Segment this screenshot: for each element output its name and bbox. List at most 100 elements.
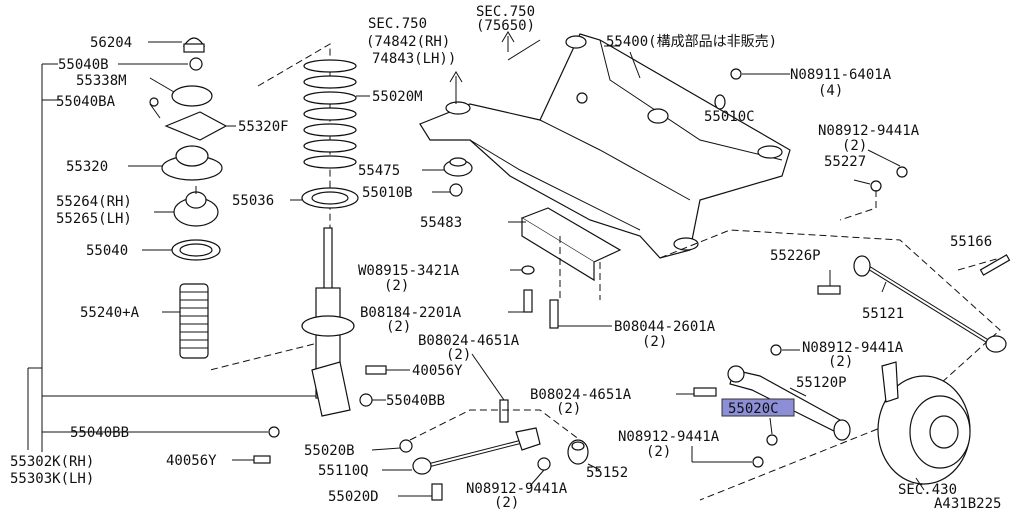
nut-55040ba[interactable] [149,97,159,107]
label-55166: 55166 [950,234,992,250]
bushing-55475[interactable] [443,157,473,177]
bolt-55166[interactable] [979,254,1011,276]
label-08915-3421a: W08915-3421A [358,263,460,279]
mount-55320[interactable] [161,145,223,181]
label-55020m: 55020M [372,89,423,105]
bump-boot-55240a[interactable] [179,283,209,359]
washer-55010c[interactable] [714,94,726,110]
label-55475: 55475 [358,163,400,179]
coil-spring-55020m[interactable] [303,59,357,169]
label-55036: 55036 [232,193,274,209]
washer-55227[interactable] [870,180,882,192]
label-55320f: 55320F [238,119,289,135]
nut-08912-lower-right[interactable] [752,456,764,468]
lateral-link-55121[interactable] [853,255,1007,353]
label-08912-qty-a: (2) [842,138,867,154]
nut-08912-arm[interactable] [770,344,782,356]
strut-55302k-55303k[interactable] [301,227,355,417]
label-sec750-left: SEC.750 [368,16,427,32]
label-08184-2201a: B08184-2201A [360,305,462,321]
label-55040ba: 55040BA [56,94,116,110]
label-sec430: SEC.430 [898,482,957,498]
label-55483: 55483 [420,215,462,231]
label-55121: 55121 [862,306,904,322]
washer-55020b[interactable] [399,439,413,453]
ring-55040[interactable] [171,239,221,261]
label-40056y-upper: 40056Y [412,363,463,379]
bracket-55483[interactable] [520,207,622,282]
label-40056y-lower: 40056Y [166,453,217,469]
label-sec750-left-rh: (74842(RH) [366,34,450,50]
label-55040: 55040 [86,243,128,259]
label-55010c: 55010C [704,109,755,125]
label-sec750-right-sub: (75650) [476,18,535,34]
label-55226p: 55226P [770,248,821,264]
sec750-arrow-right [501,31,515,52]
label-55020c: 55020C [728,401,779,417]
bushing-55152[interactable] [567,439,589,465]
sec750-arrow-left [449,71,463,104]
nut-55040bb-lower[interactable] [268,426,280,438]
label-55302k: 55302K(RH) [10,454,94,470]
highlight-55020c[interactable] [721,398,795,417]
label-55020d: 55020D [328,489,379,505]
label-55110q: 55110Q [318,463,369,479]
label-55040b: 55040B [58,57,109,73]
label-08912-9441a-c: N08912-9441A [618,429,720,445]
label-55400: 55400(構成部品は非販売) [606,34,777,50]
bolt-08184-2201a[interactable] [523,289,533,313]
label-08024-qty-b: (2) [556,401,581,417]
nut-08912-center[interactable] [537,457,551,471]
nut-55040bb-upper[interactable] [359,393,373,407]
subframe-55400[interactable] [419,33,791,259]
label-08044-2601a: B08044-2601A [614,319,716,335]
label-55240a: 55240+A [80,305,140,321]
label-55227: 55227 [824,154,866,170]
bolt-40056y-upper[interactable] [365,365,387,375]
bolt-55020d[interactable] [431,483,443,501]
label-08912-qty-c: (2) [646,444,671,460]
label-08024-4651a-a: B08024-4651A [418,333,520,349]
label-08044-qty: (2) [642,334,667,350]
nut-08912-right[interactable] [896,166,908,178]
label-sec750-right: SEC.750 [476,4,535,20]
nut-08911-6401a[interactable] [730,68,742,80]
bolt-08024-4651a-center[interactable] [499,399,509,423]
label-55152: 55152 [586,465,628,481]
label-08911-6401a: N08911-6401A [790,67,892,83]
disc-55338m[interactable] [171,85,213,107]
label-55264: 55264(RH) [56,194,132,210]
label-sec750-left-lh: 74843(LH)) [372,51,456,67]
mount-55264-55265[interactable] [173,186,219,227]
knuckle-sec430[interactable] [877,361,971,485]
bolt-08044-2601a[interactable] [549,299,559,329]
label-08024-4651a-b: B08024-4651A [530,387,632,403]
label-08912-9441a-a: N08912-9441A [818,123,920,139]
lower-link-55110q[interactable] [412,427,541,475]
label-55303k: 55303K(LH) [10,471,94,487]
label-08911-qty: (4) [818,83,843,99]
plate-55320f[interactable] [164,111,228,141]
label-55040bb-lower: 55040BB [70,425,129,441]
bolt-55226p[interactable] [817,285,841,295]
label-08912-qty-d: (2) [494,495,519,510]
label-55020b: 55020B [304,443,355,459]
label-55320: 55320 [66,159,108,175]
label-08912-qty-b: (2) [828,354,853,370]
label-08184-qty: (2) [386,319,411,335]
label-55040bb-upper: 55040BB [386,393,445,409]
washer-08915-3421a[interactable] [521,265,535,275]
label-55010b: 55010B [362,185,413,201]
label-08912-9441a-b: N08912-9441A [802,340,904,356]
washer-55010b[interactable] [449,183,463,197]
figure-code: A431B225 [934,496,1001,510]
nut-55040b[interactable] [189,57,203,71]
washer-55020c[interactable] [766,434,778,446]
label-56204: 56204 [90,35,132,51]
bolt-08024-4651a-right[interactable] [693,387,717,397]
label-08915-qty: (2) [384,278,409,294]
bolt-40056y-lower[interactable] [253,455,271,464]
cap-56204[interactable] [182,37,206,53]
label-55120p: 55120P [796,375,847,391]
spring-seat-55036[interactable] [301,187,359,209]
